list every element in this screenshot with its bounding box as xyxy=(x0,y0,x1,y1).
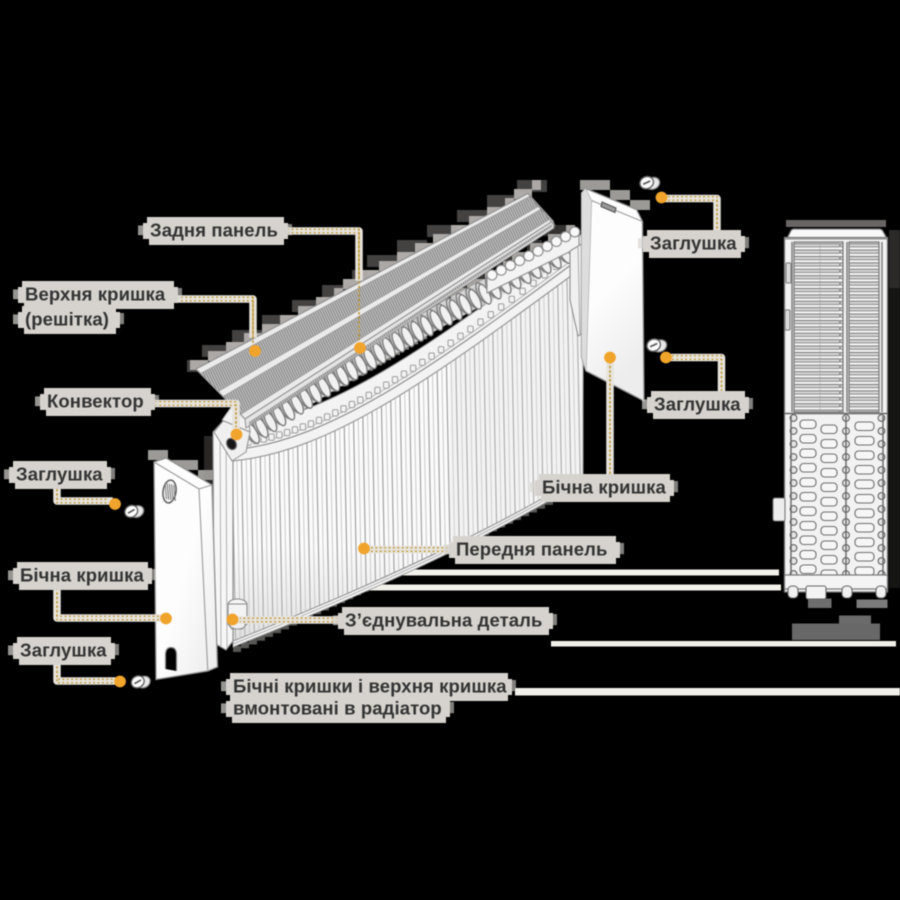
svg-text:(решітка): (решітка) xyxy=(25,308,109,329)
svg-text:Заглушка: Заглушка xyxy=(650,232,737,253)
svg-text:З’єднувальна деталь: З’єднувальна деталь xyxy=(345,609,542,630)
svg-text:Заглушка: Заглушка xyxy=(16,463,103,484)
svg-text:Бічні кришки і верхня кришка: Бічні кришки і верхня кришка xyxy=(233,675,507,696)
svg-text:Заглушка: Заглушка xyxy=(20,639,107,660)
svg-text:Верхня кришка: Верхня кришка xyxy=(25,283,166,304)
svg-text:Бічна кришка: Бічна кришка xyxy=(20,564,144,585)
svg-text:Бічна кришка: Бічна кришка xyxy=(542,476,666,497)
svg-text:вмонтовані в радіатор: вмонтовані в радіатор xyxy=(233,697,442,718)
svg-text:Заглушка: Заглушка xyxy=(654,393,741,414)
svg-text:Задня панель: Задня панель xyxy=(150,219,278,240)
svg-text:Конвектор: Конвектор xyxy=(47,390,144,411)
svg-text:Передня панель: Передня панель xyxy=(456,538,607,559)
